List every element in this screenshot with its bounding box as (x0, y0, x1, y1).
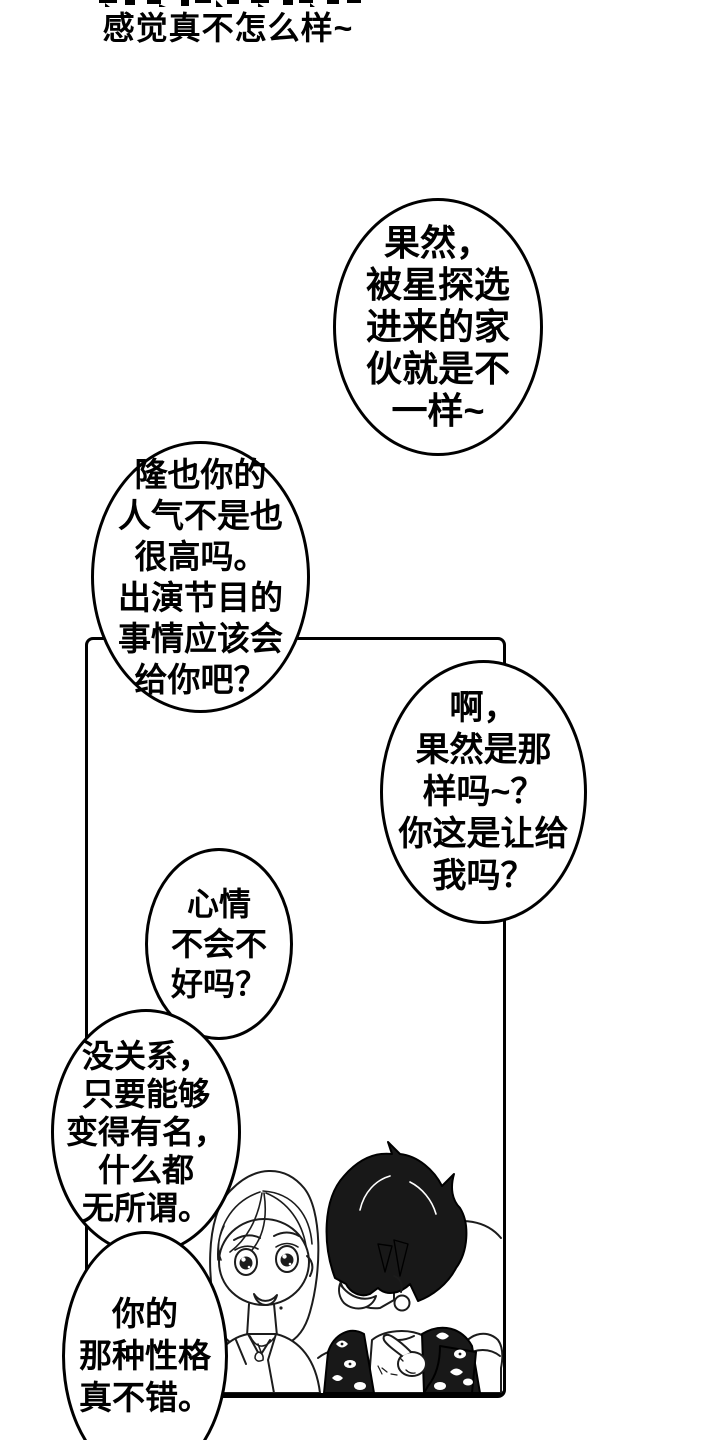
narration-caption: 感觉真不怎么样~ (102, 10, 354, 46)
bubble-line: 那种性格 (79, 1337, 211, 1374)
bubble-line: 不会不 (170, 926, 267, 962)
bubble-line: 样吗~？ (422, 773, 545, 811)
speech-bubble-fame: 没关系， 只要能够 变得有名， 什么都 无所谓。 (51, 1009, 241, 1255)
bubble-line: 进来的家 (365, 306, 510, 347)
lip-print-pattern (332, 1332, 473, 1390)
bubble-line: 好吗？ (170, 966, 267, 1002)
bubble-line: 只要能够 (81, 1076, 210, 1112)
bubble-line: 一样~ (391, 390, 485, 431)
bubble-line: 无所谓。 (81, 1190, 210, 1226)
bubble-line: 出演节目的 (118, 579, 283, 616)
bubble-line: 没关系， (81, 1038, 210, 1074)
clipped-text-fragments (99, 0, 361, 7)
bubble-line: 给你吧？ (134, 661, 267, 698)
bubble-line: 变得有名， (65, 1114, 226, 1150)
speech-bubble-mood: 心情 不会不 好吗？ (145, 848, 293, 1040)
speech-bubble-really: 啊， 果然是那 样吗~？ 你这是让给 我吗？ (380, 660, 587, 924)
bubble-line: 果然， (383, 222, 492, 263)
bubble-line: 人气不是也 (118, 497, 283, 534)
speech-bubble-personality: 你的 那种性格 真不错。 (62, 1231, 228, 1440)
bubble-line: 啊， (449, 689, 518, 727)
bubble-line: 心情 (186, 886, 251, 922)
bubble-line: 很高吗。 (134, 538, 267, 575)
bubble-line: 什么都 (97, 1152, 194, 1188)
bubble-line: 你这是让给 (398, 815, 569, 853)
bubble-line: 被星探选 (365, 264, 510, 305)
bubble-line: 事情应该会 (118, 620, 283, 657)
speech-bubble-scout: 果然， 被星探选 进来的家 伙就是不 一样~ (333, 198, 543, 456)
bubble-line: 隆也你的 (134, 456, 267, 493)
bubble-line: 果然是那 (415, 731, 552, 769)
bubble-line: 真不错。 (79, 1379, 211, 1416)
bubble-line: 伙就是不 (365, 348, 510, 389)
bubble-line: 你的 (112, 1295, 178, 1332)
character-blond-idol (203, 1170, 321, 1393)
bubble-line: 我吗？ (432, 857, 535, 895)
panel-artwork (203, 1141, 503, 1393)
speech-bubble-ryuya: 隆也你的 人气不是也 很高吗。 出演节目的 事情应该会 给你吧？ (91, 441, 310, 713)
character-black-haired-idol (323, 1141, 481, 1393)
